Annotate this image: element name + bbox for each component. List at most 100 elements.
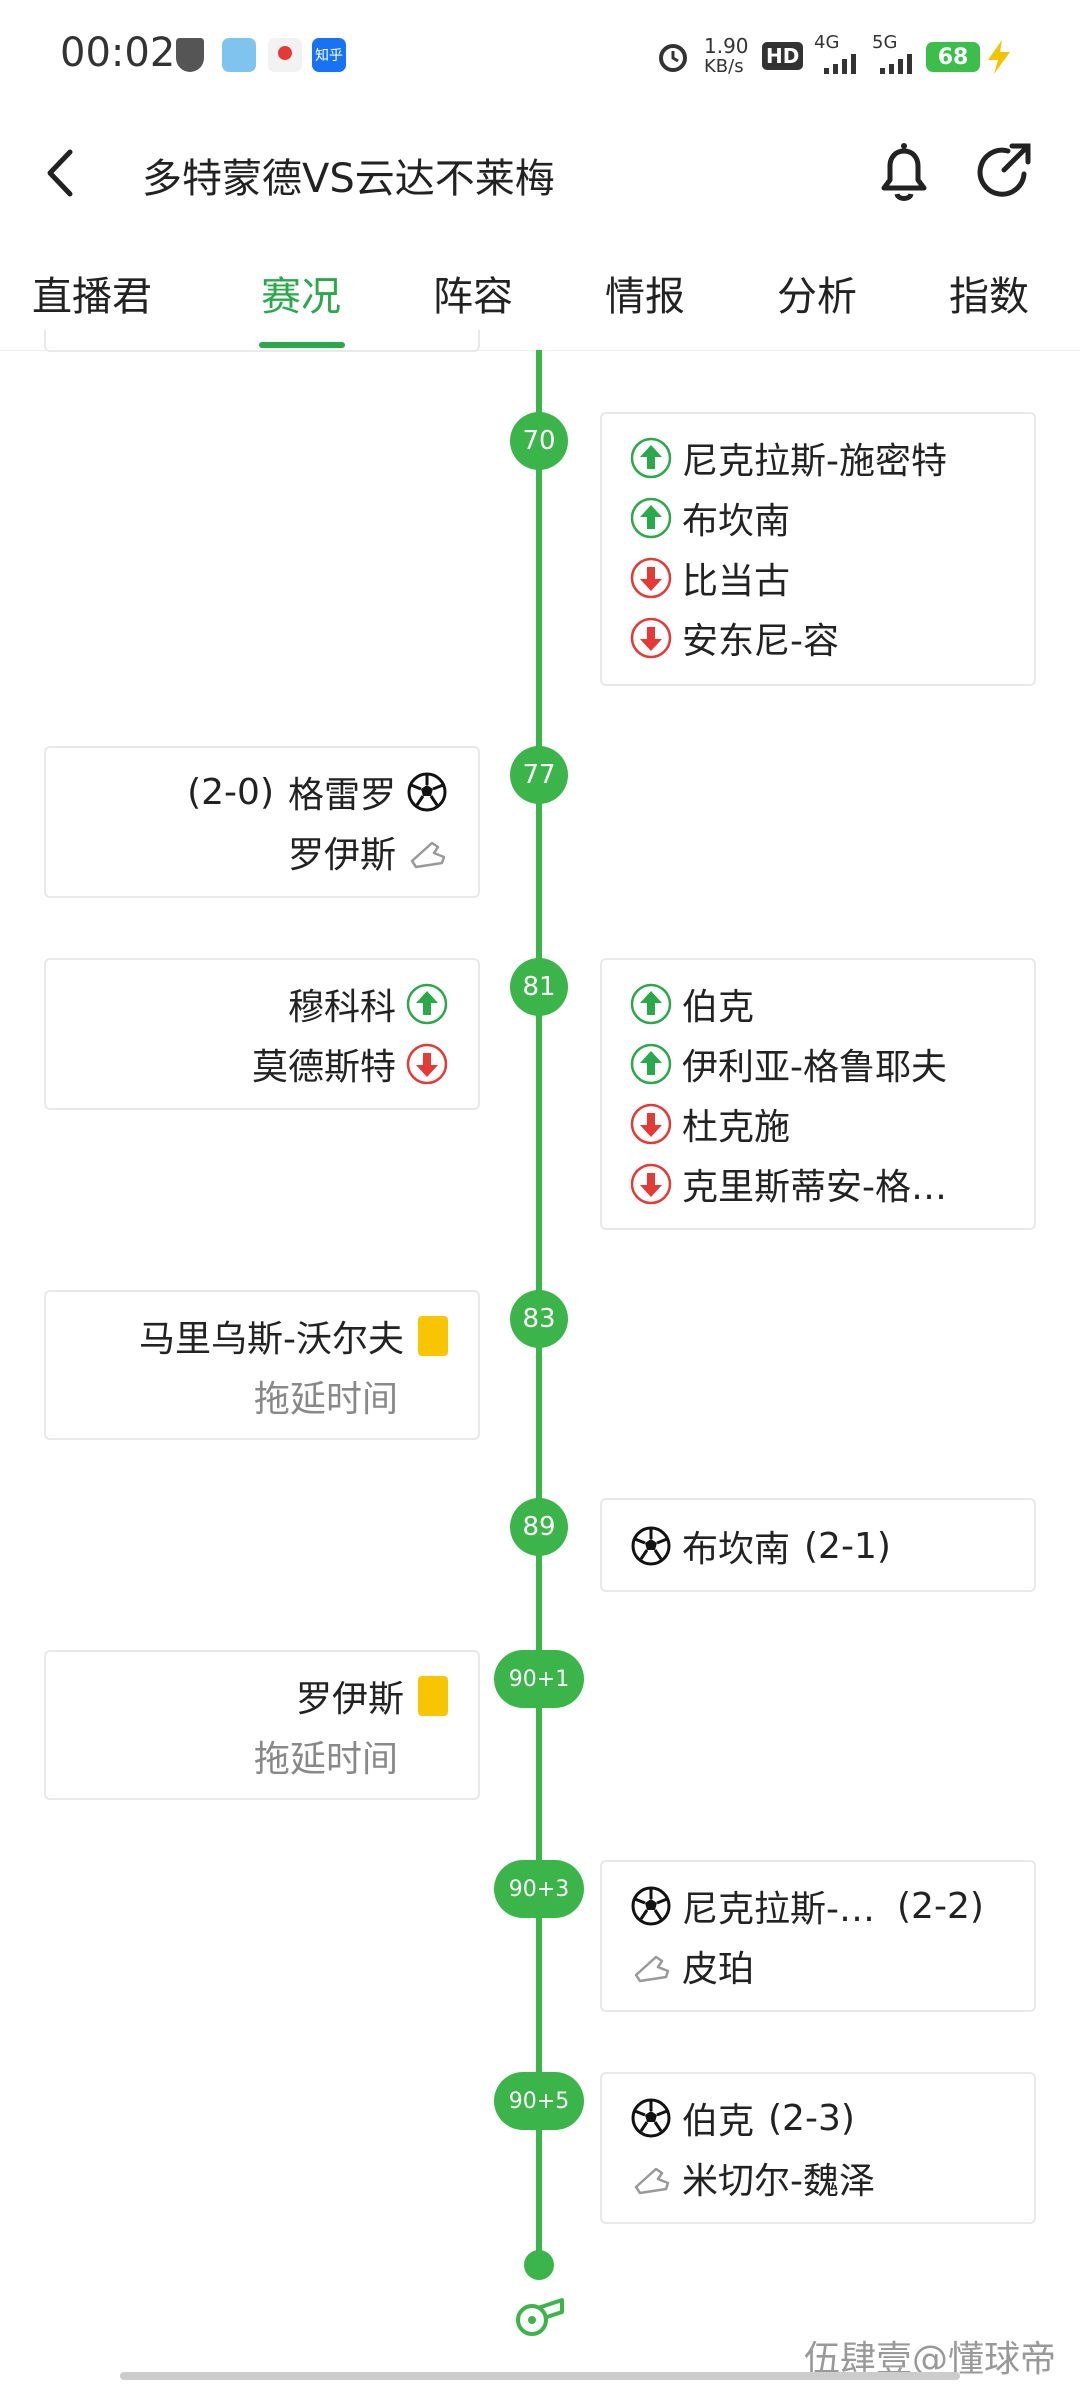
sub-in-row: 伊利亚-格鲁耶夫 — [630, 1034, 947, 1094]
boot-icon — [630, 1945, 672, 1987]
score-text: (2-3) — [768, 2097, 855, 2139]
reason-row: 拖延时间 — [254, 1726, 398, 1786]
tab-analysis[interactable]: 分析 — [777, 274, 857, 320]
sub-in-row: 穆科科 — [288, 974, 448, 1034]
player-name: 穆科科 — [287, 987, 396, 1028]
minute-badge: 90+1 — [494, 1650, 584, 1708]
status-bar: 00:02 知乎 1.90 KB/s HD 4G 5G 68 — [0, 0, 1080, 118]
score-text: (2-0) — [187, 771, 274, 813]
share-icon[interactable] — [972, 140, 1036, 204]
sub-out-icon — [630, 1163, 672, 1205]
sub-in-icon — [406, 983, 448, 1025]
booking-row: 马里乌斯-沃尔夫 — [139, 1306, 448, 1366]
soccer-ball-icon — [406, 771, 448, 813]
minute-badge: 81 — [510, 958, 568, 1016]
event-card-yellow: 马里乌斯-沃尔夫 拖延时间 — [44, 1290, 480, 1440]
event-card-substitution: 尼克拉斯-施密特 布坎南 比当古 安东尼-容 — [600, 412, 1036, 686]
signal-4g-icon — [824, 54, 856, 74]
booking-reason: 拖延时间 — [253, 1379, 398, 1420]
player-name: 克里斯蒂安-格… — [682, 1167, 947, 1208]
score-text: (2-1) — [804, 1525, 891, 1567]
sub-out-icon — [630, 617, 672, 659]
soccer-ball-icon — [630, 2097, 672, 2139]
player-name: 伊利亚-格鲁耶夫 — [682, 1047, 947, 1088]
tab-match-status[interactable]: 赛况 — [261, 274, 341, 320]
minute-badge: 90+5 — [494, 2072, 584, 2130]
minute-badge: 77 — [510, 746, 568, 804]
status-time: 00:02 — [60, 30, 176, 76]
event-card-yellow: 罗伊斯 拖延时间 — [44, 1650, 480, 1800]
assist-row: 罗伊斯 — [288, 822, 448, 882]
sub-out-icon — [630, 1103, 672, 1145]
player-name: 格雷罗 — [287, 775, 396, 816]
home-indicator[interactable] — [120, 2372, 960, 2380]
tab-live[interactable]: 直播君 — [32, 274, 152, 320]
player-name: 布坎南 — [682, 501, 791, 542]
event-card-goal: 伯克 (2-3) 米切尔-魏泽 — [600, 2072, 1036, 2224]
event-card-substitution: 穆科科 莫德斯特 — [44, 958, 480, 1110]
charging-icon — [988, 40, 1010, 74]
soccer-ball-icon — [630, 1885, 672, 1927]
booking-reason: 拖延时间 — [253, 1739, 398, 1780]
tab-bar: 直播君 赛况 阵容 情报 分析 指数 — [0, 250, 1080, 351]
event-card-goal: 布坎南 (2-1) — [600, 1498, 1036, 1592]
tab-odds[interactable]: 指数 — [949, 274, 1029, 320]
alarm-icon — [659, 44, 687, 72]
map-pin-icon — [268, 38, 302, 72]
minute-badge: 70 — [510, 412, 568, 470]
sub-in-row: 伯克 — [630, 974, 754, 1034]
boot-icon — [630, 2157, 672, 2199]
signal-4g-label: 4G — [814, 32, 840, 53]
sub-out-icon — [406, 1043, 448, 1085]
player-name: 尼克拉斯-… — [682, 1889, 875, 1930]
network-speed-value: 1.90 — [704, 34, 749, 58]
goal-row: 伯克 (2-3) — [630, 2088, 855, 2148]
player-name: 马里乌斯-沃尔夫 — [139, 1319, 404, 1360]
sub-out-row: 杜克施 — [630, 1094, 790, 1154]
booking-row: 罗伊斯 — [296, 1666, 448, 1726]
sub-in-icon — [630, 983, 672, 1025]
player-name: 罗伊斯 — [295, 1679, 404, 1720]
battery-indicator: 68 — [926, 42, 980, 72]
player-name: 米切尔-魏泽 — [682, 2161, 875, 2202]
player-name: 尼克拉斯-施密特 — [682, 441, 947, 482]
player-name: 莫德斯特 — [251, 1047, 396, 1088]
sub-in-row: 尼克拉斯-施密特 — [630, 428, 947, 488]
sub-out-row: 比当古 — [630, 548, 790, 608]
yellow-card-icon — [418, 1316, 448, 1356]
tab-lineup[interactable]: 阵容 — [433, 274, 513, 320]
sub-out-row: 安东尼-容 — [630, 608, 839, 668]
sub-out-row: 克里斯蒂安-格… — [630, 1154, 947, 1214]
player-name: 杜克施 — [682, 1107, 791, 1148]
minute-badge: 90+3 — [494, 1860, 584, 1918]
boot-icon — [406, 831, 448, 873]
goal-row: 布坎南 (2-1) — [630, 1516, 891, 1576]
assist-row: 米切尔-魏泽 — [630, 2148, 875, 2208]
bell-icon[interactable] — [870, 138, 938, 206]
back-arrow-icon[interactable] — [42, 148, 82, 198]
previous-event-card — [44, 330, 480, 352]
sub-in-row: 布坎南 — [630, 488, 790, 548]
assist-row: 皮珀 — [630, 1936, 754, 1996]
sub-in-icon — [630, 437, 672, 479]
goal-row: (2-0) 格雷罗 — [187, 762, 448, 822]
minute-badge: 89 — [510, 1498, 568, 1556]
tab-intel[interactable]: 情报 — [605, 274, 685, 320]
event-card-goal: (2-0) 格雷罗 罗伊斯 — [44, 746, 480, 898]
player-name: 伯克 — [682, 2101, 755, 2142]
shield-icon — [176, 38, 204, 72]
minute-badge: 83 — [510, 1290, 568, 1348]
sub-out-icon — [630, 557, 672, 599]
soccer-ball-icon — [630, 1525, 672, 1567]
signal-5g-icon — [880, 54, 912, 74]
network-speed-unit: KB/s — [704, 56, 744, 77]
player-name: 罗伊斯 — [287, 835, 396, 876]
header: 多特蒙德VS云达不莱梅 — [0, 118, 1080, 228]
player-name: 布坎南 — [682, 1529, 791, 1570]
timeline-end-dot — [524, 2250, 554, 2280]
sub-out-row: 莫德斯特 — [252, 1034, 448, 1094]
active-tab-indicator — [259, 342, 345, 348]
app-notification-icon — [222, 38, 256, 72]
goal-row: 尼克拉斯-…(2-2) — [630, 1876, 984, 1936]
player-name: 皮珀 — [682, 1949, 755, 1990]
